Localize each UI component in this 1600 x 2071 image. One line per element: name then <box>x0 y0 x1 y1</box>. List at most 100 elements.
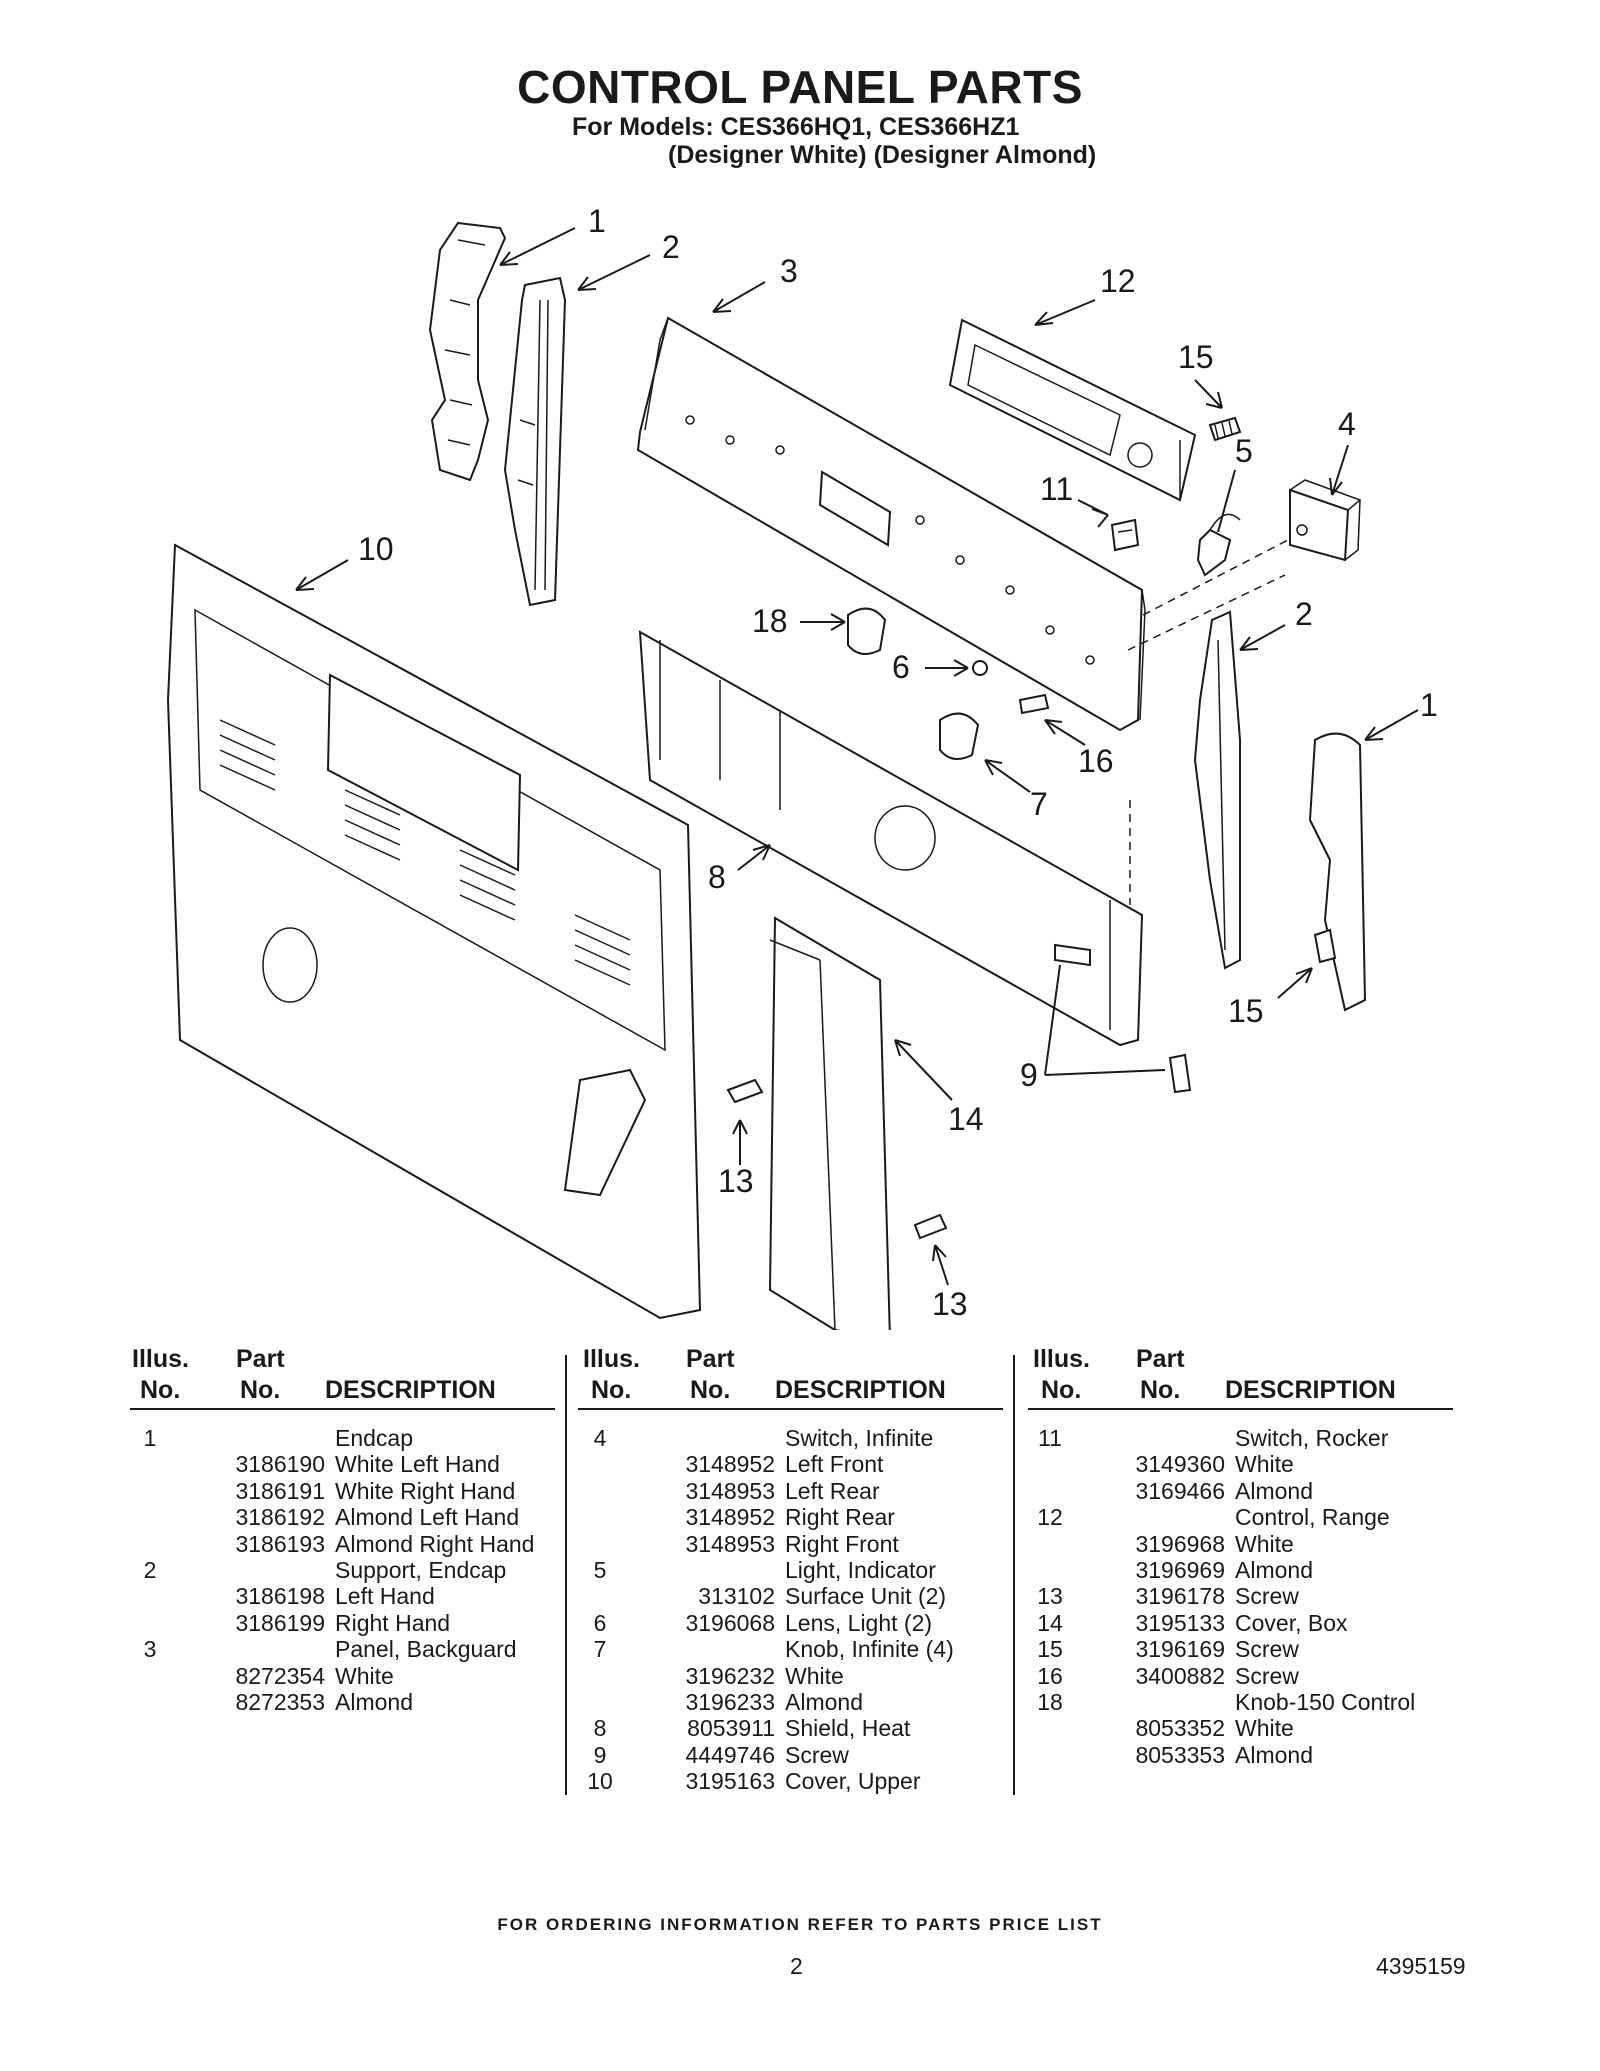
row-desc: White <box>785 1662 844 1689</box>
callout-13-right: 13 <box>932 1286 968 1322</box>
col3-part-header-bottom: No. <box>1140 1376 1181 1404</box>
row-part: 3148953 <box>685 1530 775 1557</box>
callout-15-lower: 15 <box>1228 993 1264 1029</box>
row-part: 8053352 <box>1135 1715 1225 1742</box>
document-number: 4395159 <box>1376 1953 1466 1979</box>
row-desc: Control, Range <box>1235 1504 1390 1531</box>
row-desc: Left Hand <box>335 1583 435 1610</box>
row-part: 3196233 <box>685 1689 775 1715</box>
callout-15-upper: 15 <box>1178 339 1214 375</box>
row-part: 3148953 <box>685 1477 775 1504</box>
row-part: 3195133 <box>1135 1609 1225 1636</box>
callout-16: 16 <box>1078 743 1114 779</box>
row-desc: Cover, Upper <box>785 1768 921 1795</box>
part-1-left-endcap <box>428 221 507 482</box>
row-desc: Shield, Heat <box>785 1715 911 1742</box>
col2-header-rule <box>578 1408 1003 1410</box>
row-desc: Screw <box>1235 1583 1299 1610</box>
row-desc: Screw <box>785 1741 849 1768</box>
callout-3: 3 <box>780 253 798 289</box>
part-5-indicator-light <box>1196 513 1241 577</box>
row-illus: 11 <box>1038 1425 1062 1451</box>
part-8-heat-shield <box>638 630 1144 1047</box>
row-part: 4449746 <box>685 1741 775 1768</box>
row-illus: 3 <box>143 1636 157 1663</box>
part-12-range-control <box>948 318 1197 502</box>
callout-1-right: 1 <box>1420 687 1438 723</box>
row-part: 3148952 <box>685 1451 775 1478</box>
row-desc: White <box>1235 1530 1294 1557</box>
col3-description-header: DESCRIPTION <box>1225 1376 1396 1404</box>
callout-arrows <box>295 227 1419 1286</box>
row-part: 3196232 <box>685 1662 775 1689</box>
row-desc: White <box>1235 1715 1294 1742</box>
col1-illus-header-top: Illus. <box>132 1345 189 1373</box>
row-desc: Almond <box>1235 1557 1313 1583</box>
row-desc: Knob-150 Control <box>1235 1689 1416 1715</box>
row-desc: Cover, Box <box>1235 1609 1348 1636</box>
row-desc: Panel, Backguard <box>335 1636 517 1663</box>
row-desc: White <box>335 1662 394 1689</box>
row-illus: 4 <box>593 1425 607 1451</box>
row-desc: Switch, Infinite <box>785 1425 934 1451</box>
col1-description-header: DESCRIPTION <box>325 1376 496 1404</box>
row-part: 3196968 <box>1135 1530 1225 1557</box>
row-desc: Light, Indicator <box>785 1557 936 1583</box>
col3-part-header-top: Part <box>1136 1345 1185 1373</box>
col3-illus-header-bottom: No. <box>1041 1376 1082 1404</box>
callout-7: 7 <box>1030 786 1048 822</box>
row-part: 3196068 <box>685 1609 775 1636</box>
column-divider-2 <box>1013 1355 1015 1795</box>
col3-header-rule <box>1028 1408 1453 1410</box>
part-18-control-knob <box>847 607 887 655</box>
row-illus: 12 <box>1037 1504 1063 1531</box>
ordering-footer: FOR ORDERING INFORMATION REFER TO PARTS … <box>497 1915 1103 1934</box>
row-part: 3186190 <box>235 1451 325 1478</box>
callout-10: 10 <box>358 531 394 567</box>
col2-illus-header-bottom: No. <box>591 1376 632 1404</box>
callout-4: 4 <box>1338 406 1356 442</box>
row-part: 3195163 <box>685 1768 775 1795</box>
row-desc: White Left Hand <box>335 1451 500 1478</box>
callout-14: 14 <box>948 1101 984 1137</box>
column-divider-1 <box>565 1355 567 1795</box>
callout-1-left: 1 <box>588 203 606 239</box>
row-desc: Switch, Rocker <box>1235 1425 1389 1451</box>
row-desc: Right Front <box>785 1530 899 1557</box>
row-desc: Endcap <box>335 1425 414 1451</box>
row-desc: Almond Right Hand <box>335 1530 535 1557</box>
part-15-screw-upper <box>1208 416 1242 442</box>
row-illus: 7 <box>593 1636 607 1663</box>
row-desc: Support, Endcap <box>335 1557 507 1583</box>
col2-illus-header-top: Illus. <box>583 1345 640 1373</box>
row-part: 3148952 <box>685 1504 775 1531</box>
part-16-screw <box>1018 693 1050 715</box>
row-illus: 8 <box>593 1715 607 1742</box>
row-desc: Almond Left Hand <box>335 1504 520 1531</box>
callout-8: 8 <box>708 859 726 895</box>
row-illus: 6 <box>593 1609 607 1636</box>
callout-5: 5 <box>1235 433 1253 469</box>
part-10-upper-cover <box>166 543 702 1320</box>
row-illus: 18 <box>1037 1689 1063 1715</box>
row-part: 8272353 <box>235 1689 325 1715</box>
callout-11: 11 <box>1040 471 1073 507</box>
callout-2-right: 2 <box>1295 596 1313 632</box>
exploded-parts-diagram: 1 2 3 12 15 4 5 11 10 2 18 6 1 16 7 8 15… <box>166 203 1438 1330</box>
row-desc: Left Rear <box>785 1477 880 1504</box>
row-desc: Right Hand <box>335 1609 451 1636</box>
row-part: 313102 <box>698 1583 775 1610</box>
row-part: 3186191 <box>235 1477 325 1504</box>
row-desc: Almond <box>785 1689 863 1715</box>
row-part: 8272354 <box>235 1662 325 1689</box>
row-part: 3186192 <box>235 1504 325 1531</box>
col1-part-header-bottom: No. <box>240 1376 281 1404</box>
row-illus: 13 <box>1037 1583 1063 1610</box>
row-part: 3196969 <box>1135 1557 1225 1583</box>
row-desc: Knob, Infinite (4) <box>785 1636 954 1663</box>
callout-2-left: 2 <box>662 229 680 265</box>
callout-13-left: 13 <box>718 1163 754 1199</box>
row-desc: Left Front <box>785 1451 884 1478</box>
finish-subtitle: (Designer White) (Designer Almond) <box>668 141 1097 169</box>
row-desc: White <box>1235 1451 1294 1478</box>
